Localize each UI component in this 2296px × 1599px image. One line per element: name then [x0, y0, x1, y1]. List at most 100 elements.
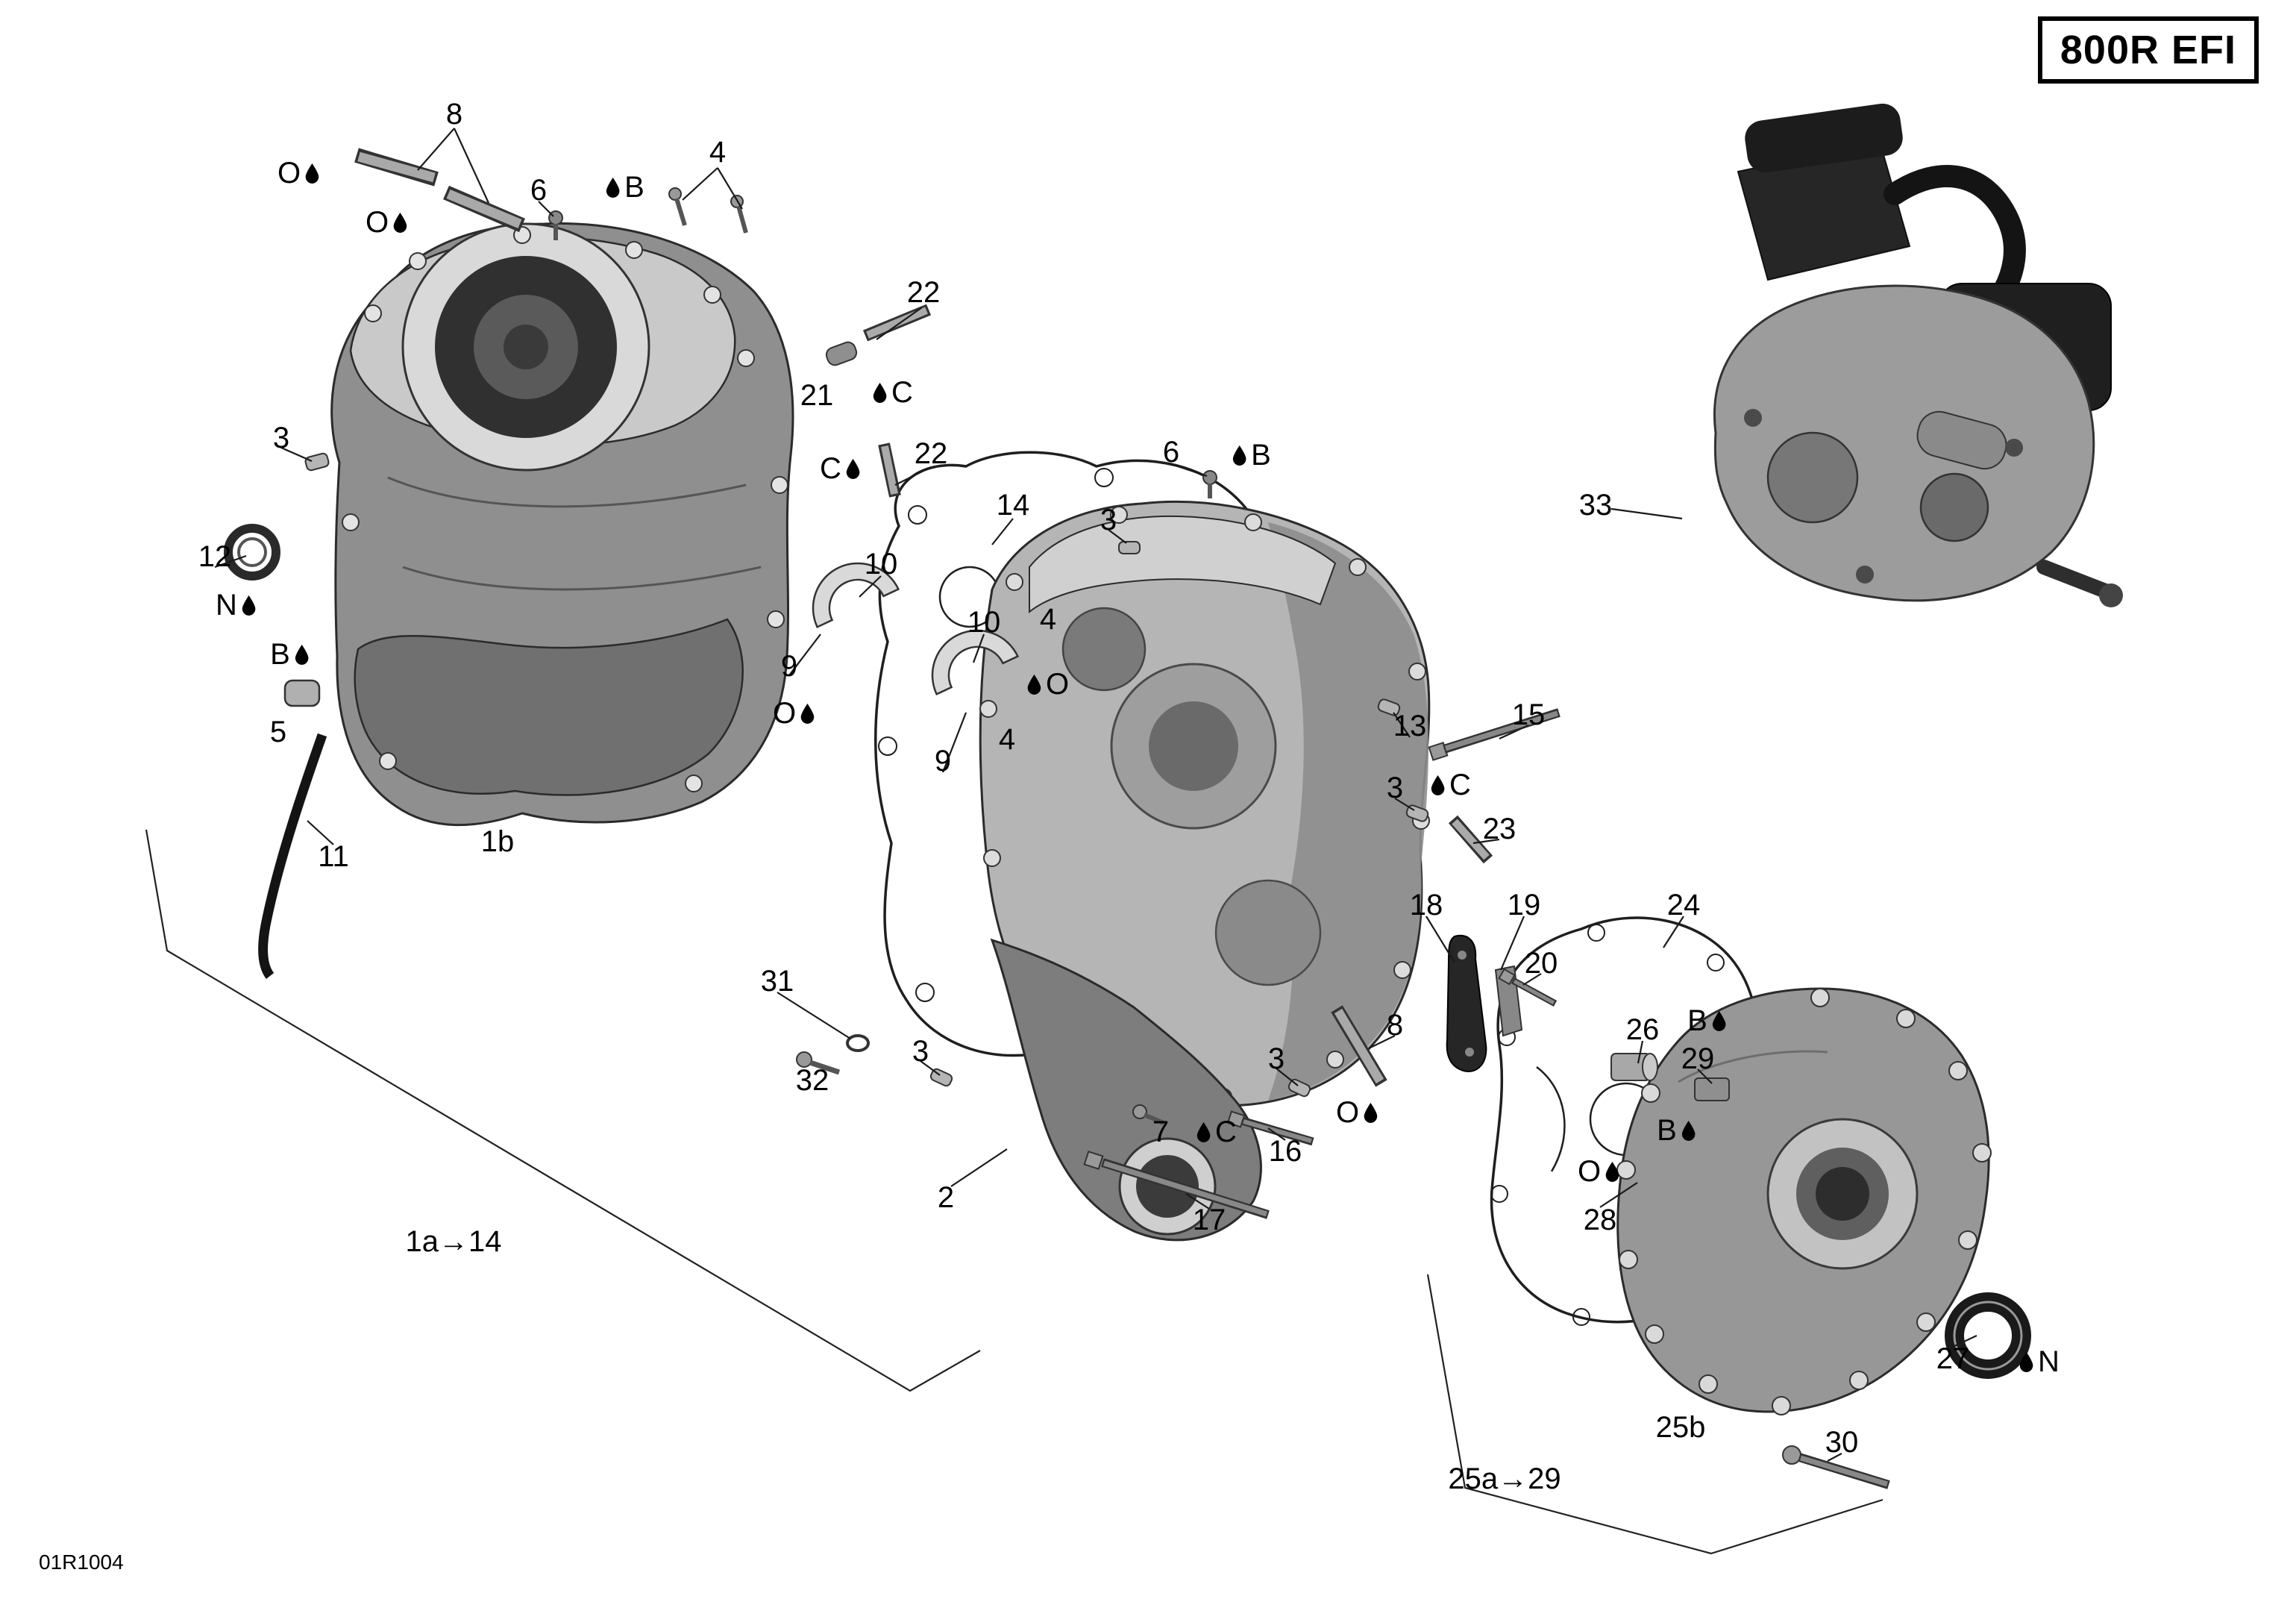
callout-3-9: 3 — [273, 423, 289, 453]
callout-16-53: 16 — [1269, 1136, 1302, 1166]
bolt-4b — [730, 195, 748, 234]
callout-C-52: C — [1196, 1117, 1237, 1147]
callout-O-24: O — [773, 698, 815, 728]
callout-O-1: O — [277, 158, 319, 188]
callout-label: 31 — [760, 965, 794, 998]
o-ring — [1945, 1292, 2031, 1379]
callout-label: 3 — [272, 422, 290, 454]
dowel-3-left — [304, 452, 330, 472]
callout-label: 15 — [1511, 698, 1546, 731]
callout-13-28: 13 — [1393, 711, 1427, 741]
oil-drop-icon — [305, 163, 319, 184]
callout-label: C — [891, 376, 913, 409]
magneto-cover — [1616, 987, 1992, 1415]
callout-label: 24 — [1666, 889, 1701, 921]
bolt-16 — [1226, 1110, 1314, 1146]
bolt-4a — [668, 187, 687, 226]
pin-22b — [878, 442, 901, 498]
callout-B-4: B — [606, 172, 644, 202]
leader-lines — [214, 128, 1977, 1462]
bolt-20 — [1498, 968, 1558, 1007]
callout-3-50: 3 — [1268, 1044, 1285, 1074]
callout-6-3: 6 — [530, 175, 547, 205]
bolt-30 — [1782, 1445, 1890, 1489]
callout-C-8: C — [873, 378, 913, 407]
oil-drop-icon — [2019, 1351, 2033, 1372]
oil-drop-icon — [1364, 1102, 1378, 1123]
bolt-17 — [1083, 1151, 1270, 1219]
group-bracket-25a-29 — [1426, 1274, 1883, 1555]
callout-4-25: 4 — [999, 725, 1015, 754]
bearing-shell-lower — [931, 629, 1020, 696]
oil-drop-icon — [606, 177, 620, 198]
callout-label: O — [365, 206, 389, 239]
callout-label: 27 — [1936, 1342, 1970, 1375]
document-code: 01R1004 — [39, 1551, 124, 1574]
oil-drop-icon — [1605, 1161, 1619, 1182]
callout-19-36: 19 — [1508, 890, 1541, 920]
callout-3-45: 3 — [912, 1036, 929, 1066]
callout-label: 1a→14 — [405, 1225, 502, 1258]
callout-label: N — [216, 589, 237, 622]
callout-2-54: 2 — [938, 1183, 954, 1212]
callout-7-51: 7 — [1152, 1117, 1169, 1147]
oil-drop-icon — [242, 595, 256, 616]
bolt-7 — [1132, 1104, 1165, 1125]
oil-drop-icon — [846, 458, 860, 479]
callout-24-37: 24 — [1667, 890, 1701, 920]
callout-25a29-62: 25a→29 — [1448, 1464, 1561, 1494]
callout-B-14: B — [1232, 440, 1271, 470]
callout-label: 10 — [967, 606, 1001, 639]
callout-label: N — [2038, 1345, 2060, 1378]
callout-label: 29 — [1681, 1042, 1715, 1075]
callout-label: 6 — [1162, 436, 1180, 469]
callout-14-12: 14 — [997, 490, 1030, 520]
bolt-6-right — [1202, 470, 1217, 498]
callout-4-20: 4 — [1040, 604, 1056, 634]
callout-22-6: 22 — [907, 278, 941, 307]
callout-label: 33 — [1578, 489, 1613, 522]
callout-label: 23 — [1482, 813, 1516, 845]
callout-label: O — [1045, 668, 1070, 701]
callout-20-38: 20 — [1525, 948, 1558, 978]
callout-9-26: 9 — [935, 746, 951, 776]
callout-label: 2 — [937, 1181, 955, 1214]
callout-5-27: 5 — [270, 717, 286, 747]
callout-label: 9 — [780, 650, 798, 683]
callout-label: 12 — [198, 540, 232, 573]
oil-seal-12 — [224, 524, 280, 581]
callout-label: B — [1687, 1004, 1707, 1037]
callout-label: O — [1577, 1155, 1602, 1188]
pin-8b — [443, 185, 525, 233]
callout-label: 4 — [709, 136, 727, 169]
callout-3-15: 3 — [1100, 505, 1117, 535]
oil-drop-icon — [1431, 775, 1445, 795]
callout-27-58: 27 — [1936, 1344, 1970, 1374]
sleeve — [1694, 1077, 1730, 1101]
oil-drop-icon — [800, 703, 815, 724]
callout-33-57: 33 — [1579, 490, 1613, 520]
callout-label: 4 — [998, 723, 1016, 756]
callout-label: 11 — [318, 840, 349, 873]
callout-label: 25b — [1655, 1411, 1706, 1444]
callout-17-55: 17 — [1193, 1205, 1226, 1235]
model-title-box: 800R EFI — [2037, 16, 2259, 84]
callout-1a14-56: 1a→14 — [406, 1227, 502, 1257]
callout-8-0: 8 — [446, 99, 462, 129]
callout-label: 5 — [269, 716, 287, 748]
callout-label: 22 — [914, 437, 948, 470]
callout-N-59: N — [2019, 1347, 2060, 1377]
callout-label: B — [1657, 1114, 1677, 1147]
callout-31-43: 31 — [761, 966, 794, 996]
dowel-13 — [1377, 698, 1401, 716]
callout-1b-34: 1b — [481, 827, 515, 857]
callout-C-31: C — [1431, 770, 1471, 800]
callout-28-49: 28 — [1584, 1205, 1617, 1235]
oil-drop-icon — [393, 212, 407, 233]
callout-label: B — [270, 638, 290, 671]
callout-N-17: N — [216, 590, 256, 620]
pin-8a — [354, 148, 439, 187]
callout-label: 4 — [1039, 603, 1057, 636]
